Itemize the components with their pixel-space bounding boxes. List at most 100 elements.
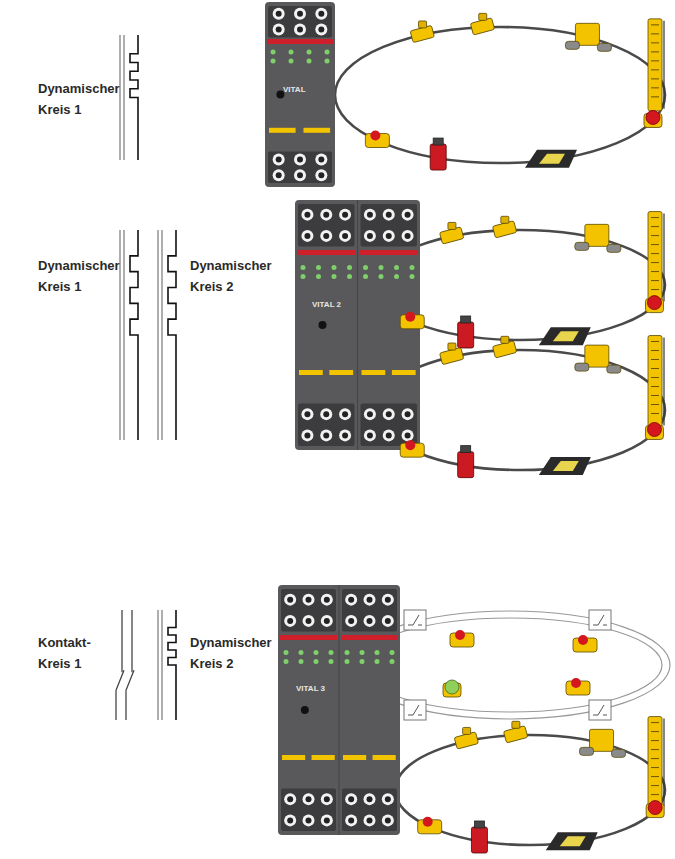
- pulse-line: [130, 35, 138, 160]
- field-device: [430, 138, 446, 170]
- safety-mat: [546, 832, 598, 850]
- terminal-screw: [324, 618, 330, 624]
- curtain-lens: [651, 280, 659, 281]
- field-device: [503, 721, 527, 743]
- terminal-screw: [324, 597, 330, 603]
- rail-line: [157, 230, 158, 440]
- yellow-tag: [329, 370, 353, 375]
- contact-symbol: [593, 615, 607, 625]
- field-device: [365, 131, 389, 148]
- terminal-screw: [364, 615, 376, 627]
- terminal-screw: [273, 153, 285, 165]
- red-stripe: [341, 635, 398, 640]
- controller-housing: [278, 585, 400, 835]
- stop-button: [423, 817, 433, 827]
- terminal-screw: [320, 408, 332, 420]
- terminal-screw: [321, 594, 333, 606]
- yellow-tag: [343, 755, 366, 760]
- terminal-screw: [276, 27, 282, 33]
- terminal-screw: [345, 814, 357, 826]
- terminal-screw: [284, 615, 296, 627]
- terminal-screw: [287, 597, 293, 603]
- status-led: [301, 265, 306, 270]
- curtain-lens: [651, 33, 659, 34]
- status-led: [347, 274, 352, 279]
- terminal-block: [281, 589, 336, 632]
- push-button: [319, 321, 327, 329]
- red-stripe: [267, 39, 333, 44]
- curtain-lens: [651, 42, 659, 43]
- status-led: [410, 265, 415, 270]
- terminal-screw: [303, 793, 315, 805]
- status-led: [379, 265, 384, 270]
- status-led: [271, 58, 276, 63]
- terminal-screw: [287, 817, 293, 823]
- field-device: [644, 110, 662, 127]
- field-device: [648, 717, 664, 809]
- status-led: [301, 274, 306, 279]
- field-device: [565, 23, 611, 51]
- terminal-screw: [323, 432, 329, 438]
- terminal-screw: [304, 432, 310, 438]
- terminal-screw: [339, 230, 351, 242]
- module-seam: [400, 585, 401, 835]
- terminal-screw: [339, 408, 351, 420]
- field-device: [470, 13, 494, 35]
- red-stripe: [280, 635, 337, 640]
- door-interlock: [430, 144, 446, 170]
- field-device: [566, 678, 590, 695]
- terminal-screw: [273, 8, 285, 20]
- terminal-screw: [306, 817, 312, 823]
- contact-switch-box: [589, 700, 611, 720]
- contact-symbol: [408, 705, 422, 715]
- yellow-tag: [362, 370, 386, 375]
- status-led: [314, 659, 319, 664]
- terminal-screw: [287, 618, 293, 624]
- field-device: [575, 224, 621, 252]
- actuator: [479, 13, 487, 20]
- terminal-screw: [405, 233, 411, 239]
- status-led: [271, 49, 276, 54]
- terminal-screw: [402, 209, 414, 221]
- field-device: [648, 212, 664, 304]
- curtain-lens: [651, 794, 659, 795]
- rail-line: [119, 35, 120, 160]
- status-led: [329, 659, 334, 664]
- curtain-lens: [651, 78, 659, 79]
- mat-marking: [560, 836, 586, 846]
- circuit-label: Dynamischer Kreis 1: [38, 78, 120, 120]
- field-device: [546, 832, 598, 850]
- terminal-screw: [315, 153, 327, 165]
- rail-line: [157, 610, 158, 720]
- terminal-screw: [294, 169, 306, 181]
- terminal-screw: [364, 814, 376, 826]
- dynamic-circuit-symbol: [120, 230, 138, 440]
- curtain-lens: [651, 377, 659, 378]
- terminal-screw: [386, 233, 392, 239]
- terminal-screw: [306, 597, 312, 603]
- device-label: VITAL 2: [312, 300, 341, 310]
- sensor-head: [607, 365, 621, 373]
- safety-controller: [265, 2, 335, 187]
- terminal-screw: [303, 814, 315, 826]
- door-interlock: [458, 322, 474, 348]
- curtain-lens: [651, 244, 659, 245]
- circuit-label: Dynamischer Kreis 1: [38, 255, 120, 297]
- terminal-screw: [405, 212, 411, 218]
- curtain-lens: [651, 731, 659, 732]
- terminal-screw: [301, 429, 313, 441]
- rail-line: [161, 230, 162, 440]
- terminal-screw: [348, 796, 354, 802]
- terminal-screw: [345, 615, 357, 627]
- field-device: [439, 343, 463, 365]
- curtain-lens: [651, 785, 659, 786]
- contact-switch-box: [404, 610, 426, 630]
- terminal-screw: [306, 618, 312, 624]
- terminal-screw: [405, 432, 411, 438]
- module-seam: [335, 2, 336, 187]
- terminal-screw: [276, 172, 282, 178]
- terminal-screw: [385, 817, 391, 823]
- terminal-block: [268, 6, 332, 37]
- terminal-screw: [315, 169, 327, 181]
